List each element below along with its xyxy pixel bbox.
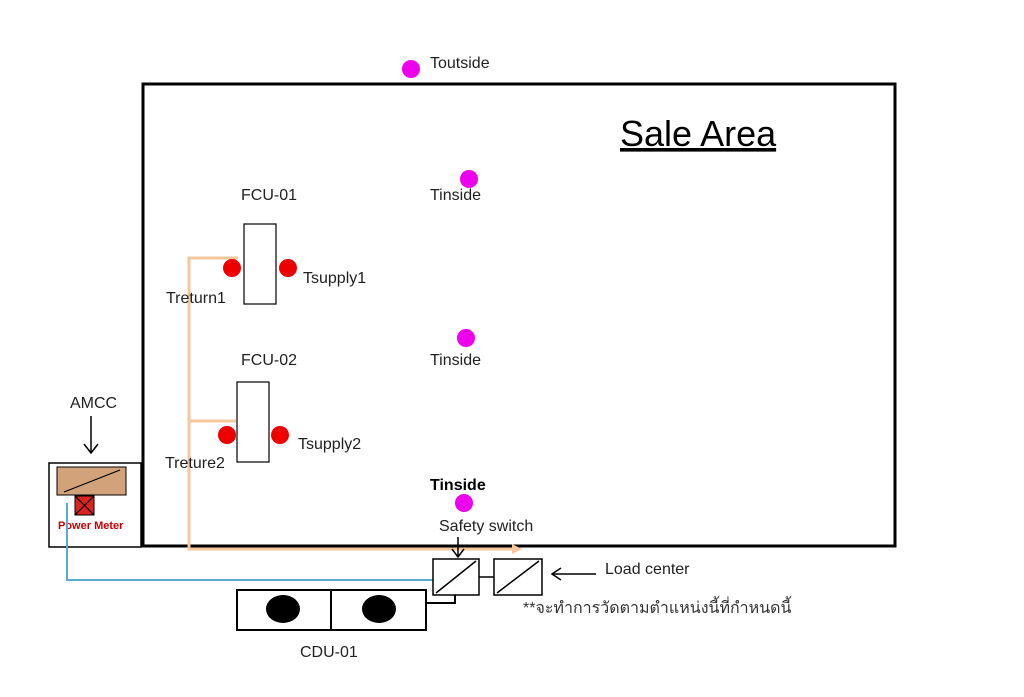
fcu2-return-label: Treture2 <box>165 455 225 472</box>
inside-sensor-1 <box>460 170 478 188</box>
fcu1-unit <box>243 223 277 305</box>
amcc-label: AMCC <box>70 395 117 412</box>
power-meter-icon <box>74 495 95 516</box>
amcc-arrow <box>83 416 99 455</box>
load-center-label: Load center <box>605 561 690 578</box>
cdu-fan-1-icon <box>266 595 300 623</box>
safety-switch-label: Safety switch <box>439 518 533 535</box>
inside-sensor-2-label: Tinside <box>430 352 481 369</box>
pipe-arrowhead <box>512 544 522 554</box>
outside-sensor-label: Toutside <box>430 55 490 72</box>
power-meter-label: Power Meter <box>58 520 124 532</box>
signal-cable <box>66 503 435 581</box>
sale-area-boundary <box>141 82 897 548</box>
fcu2-return-sensor <box>218 426 236 444</box>
fcu1-supply-label: Tsupply1 <box>303 270 366 287</box>
inside-sensor-2 <box>457 329 475 347</box>
refrigerant-piping <box>187 256 520 551</box>
fcu2-label: FCU-02 <box>241 352 297 369</box>
safety-switch-arrow <box>451 537 465 559</box>
inside-sensor-3-label: Tinside <box>430 477 486 494</box>
sale-area-title: Sale Area <box>620 113 777 154</box>
fcu2-supply-sensor <box>271 426 289 444</box>
cdu-power-line <box>427 595 456 604</box>
load-center-symbol <box>496 560 540 594</box>
fcu1-label: FCU-01 <box>241 187 297 204</box>
fcu2-supply-label: Tsupply2 <box>298 436 361 453</box>
cdu-fan-2-icon <box>362 595 396 623</box>
outside-sensor <box>402 60 420 78</box>
fcu1-return-sensor <box>223 259 241 277</box>
inside-sensor-1-label: Tinside <box>430 187 481 204</box>
amcc-breaker-symbol <box>63 469 121 493</box>
fcu1-supply-sensor <box>279 259 297 277</box>
fcu2-unit <box>236 381 270 463</box>
fcu1-return-label: Treturn1 <box>166 290 226 307</box>
cdu-label: CDU-01 <box>300 644 358 661</box>
safety-switch-symbol <box>435 560 477 594</box>
inside-sensor-3 <box>455 494 473 512</box>
load-center-arrow <box>550 567 596 581</box>
measurement-note: **จะทำการวัดตามตำแหน่งนี้ที่กำหนดนี้ <box>523 596 792 617</box>
